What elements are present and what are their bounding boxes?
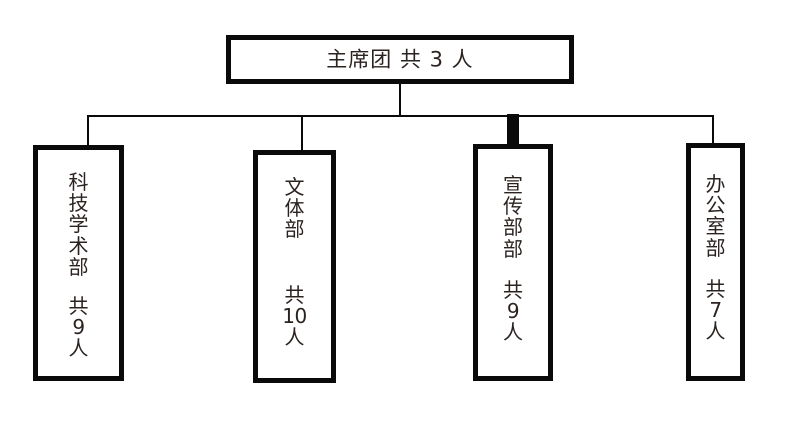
node-child-1-label: 科 技 学 术 部 共 9 人 bbox=[38, 170, 119, 361]
connector-drop-child-1 bbox=[87, 115, 89, 146]
connector-drop-child-2 bbox=[301, 115, 303, 151]
node-child-4-char-3: 室 bbox=[705, 214, 726, 239]
node-child-3-char-2: 传 bbox=[503, 194, 523, 219]
node-root-presidium[interactable]: 主席团 共 3 人 bbox=[226, 35, 574, 84]
connector-horizontal-bus bbox=[87, 115, 712, 117]
node-child-4-char-2: 公 bbox=[705, 193, 726, 218]
node-child-4-char-4: 部 bbox=[705, 235, 726, 260]
node-child-2-count-prefix: 共 bbox=[284, 282, 305, 307]
connector-drop-child-4 bbox=[712, 115, 714, 144]
node-child-4-count-value: 7 bbox=[709, 297, 722, 322]
node-child-2-count-value: 10 bbox=[282, 303, 307, 328]
node-child-1-char-1: 科 bbox=[68, 170, 89, 194]
node-child-2-char-1: 文 bbox=[284, 175, 305, 199]
node-child-1-char-5: 部 bbox=[68, 254, 89, 279]
node-root-label: 主席团 共 3 人 bbox=[326, 47, 474, 71]
node-child-3-char-3: 部 bbox=[503, 215, 523, 240]
node-child-3-label: 宣 传 部 部 共 9 人 bbox=[478, 173, 548, 345]
node-child-3-count-suffix: 人 bbox=[503, 320, 523, 345]
node-child-culture-sports-dept[interactable]: 文 体 部 共 10 人 bbox=[253, 150, 336, 383]
node-child-1-char-4: 术 bbox=[68, 233, 89, 258]
node-child-1-count-prefix: 共 bbox=[68, 293, 89, 318]
node-child-1-count-suffix: 人 bbox=[68, 336, 89, 361]
node-child-3-count-value: 9 bbox=[506, 298, 520, 323]
node-child-office-dept[interactable]: 办 公 室 部 共 7 人 bbox=[686, 143, 745, 381]
node-child-3-char-4: 部 bbox=[503, 236, 523, 261]
node-child-publicity-dept[interactable]: 宣 传 部 部 共 9 人 bbox=[473, 144, 553, 381]
node-child-4-count-suffix: 人 bbox=[705, 319, 726, 344]
node-child-2-char-2: 体 bbox=[284, 196, 305, 221]
node-child-4-char-1: 办 bbox=[705, 172, 726, 196]
node-child-1-char-3: 学 bbox=[68, 212, 89, 237]
node-child-2-label: 文 体 部 共 10 人 bbox=[258, 175, 331, 349]
node-child-3-char-1: 宣 bbox=[503, 173, 523, 197]
node-child-2-count-suffix: 人 bbox=[284, 324, 305, 349]
node-child-2-char-3: 部 bbox=[284, 217, 305, 242]
node-child-science-tech-academic-dept[interactable]: 科 技 学 术 部 共 9 人 bbox=[33, 145, 124, 381]
node-child-4-count-prefix: 共 bbox=[705, 276, 726, 301]
connector-drop-child-3 bbox=[507, 114, 519, 144]
connector-root-stem bbox=[399, 84, 401, 116]
node-child-3-count-prefix: 共 bbox=[503, 277, 523, 302]
node-child-1-count-value: 9 bbox=[72, 315, 85, 340]
node-child-4-label: 办 公 室 部 共 7 人 bbox=[691, 172, 740, 344]
node-child-1-char-2: 技 bbox=[68, 191, 89, 216]
